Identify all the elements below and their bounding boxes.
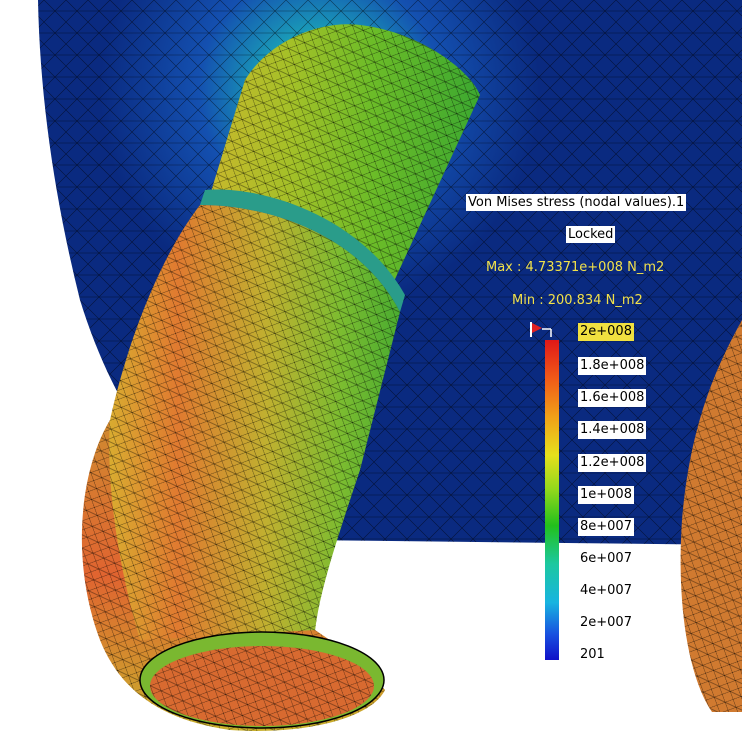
scale-tick: 1.2e+008: [578, 454, 647, 472]
main-tube: [81, 24, 480, 731]
colorbar-marker-icon[interactable]: [530, 322, 552, 337]
legend-title[interactable]: Von Mises stress (nodal values).1: [466, 194, 687, 211]
scale-tick-max[interactable]: 2e+008: [578, 323, 634, 341]
scale-tick-min: 201: [580, 647, 605, 662]
scale-tick: 8e+007: [578, 518, 634, 536]
scale-tick: 1e+008: [578, 486, 634, 504]
scale-tick: 4e+007: [580, 583, 632, 598]
scale-tick: 6e+007: [580, 551, 632, 566]
legend-min-value: Min : 200.834 N_m2: [512, 293, 643, 308]
scale-tick: 2e+007: [580, 615, 632, 630]
scale-tick: 1.4e+008: [578, 421, 647, 439]
right-tube: [680, 320, 742, 712]
color-scale-bar[interactable]: [545, 340, 559, 660]
scale-tick: 1.6e+008: [578, 389, 647, 407]
legend-status: Locked: [566, 226, 616, 243]
legend-max-value: Max : 4.73371e+008 N_m2: [486, 260, 665, 275]
scale-tick: 1.8e+008: [578, 357, 647, 375]
